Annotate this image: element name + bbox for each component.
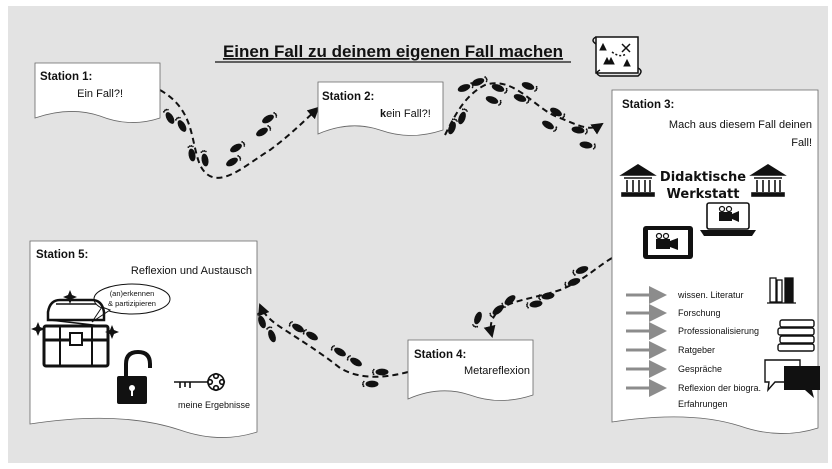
book-stack-icon — [777, 319, 815, 352]
station-1-text: Ein Fall?! — [77, 88, 123, 100]
station-5-heading: Station 5: — [36, 249, 88, 261]
station-4-card: Station 4: Metareflexion — [407, 339, 534, 401]
speech-bubbles-icon — [764, 359, 820, 398]
bubble-line2: & partizipieren — [108, 299, 156, 308]
key-icon — [174, 372, 226, 392]
station-2-card: Station 2: kein Fall?! — [317, 81, 444, 136]
station-2-text-first: k — [380, 108, 387, 120]
list-item: Reflexion der biogra. — [678, 383, 761, 393]
station-3-card: Station 3: Mach aus diesem Fall deinen F… — [611, 89, 820, 434]
path-2-to-3 — [444, 82, 604, 136]
station-3-heading: Station 3: — [622, 99, 674, 111]
sparkle-icon — [31, 290, 119, 339]
museum-icon — [749, 164, 787, 197]
resource-list: wissen. Literatur Forschung Professional… — [677, 290, 761, 409]
treasure-chest-icon — [42, 298, 110, 368]
path-1-to-2 — [159, 89, 320, 179]
path-4-to-5 — [258, 303, 409, 378]
list-arrows — [626, 286, 667, 397]
list-item: Ratgeber — [678, 345, 715, 355]
treasure-map-icon — [592, 36, 642, 77]
station-4-text: Metareflexion — [464, 365, 530, 377]
station-1-heading: Station 1: — [40, 71, 92, 83]
station-5-card: Station 5: Reflexion und Austausch (an)e… — [29, 240, 258, 438]
museum-icon — [619, 164, 657, 197]
station-2-text-rest: ein Fall?! — [386, 108, 431, 120]
station-4-heading: Station 4: — [414, 349, 466, 361]
padlock-open-icon — [117, 349, 152, 404]
list-item: Professionalisierung — [678, 326, 759, 336]
laptop-icon — [700, 202, 756, 236]
camera-icon — [655, 232, 678, 250]
list-item: Erfahrungen — [678, 399, 728, 409]
station-5-text: Reflexion und Austausch — [131, 265, 252, 277]
bubble-line1: (an)erkennen — [110, 289, 155, 298]
path-3-to-4 — [483, 257, 613, 338]
list-item: wissen. Literatur — [677, 290, 744, 300]
list-item: Forschung — [678, 308, 721, 318]
station-2-text: kein Fall?! — [380, 108, 431, 120]
station-3-line2: Fall! — [791, 137, 812, 149]
workshop-title-line1: Didaktische — [660, 170, 746, 185]
books-icon — [767, 277, 796, 304]
tablet-icon — [643, 226, 693, 259]
workshop-title-line2: Werkstatt — [667, 187, 740, 202]
page-title: Einen Fall zu deinem eigenen Fall machen — [223, 42, 563, 61]
station-1-card: Station 1: Ein Fall?! — [34, 62, 161, 123]
station-2-heading: Station 2: — [322, 91, 374, 103]
camera-icon — [718, 205, 739, 222]
list-item: Gespräche — [678, 364, 722, 374]
station-3-line1: Mach aus diesem Fall deinen — [669, 119, 812, 131]
results-label: meine Ergebnisse — [178, 400, 250, 410]
